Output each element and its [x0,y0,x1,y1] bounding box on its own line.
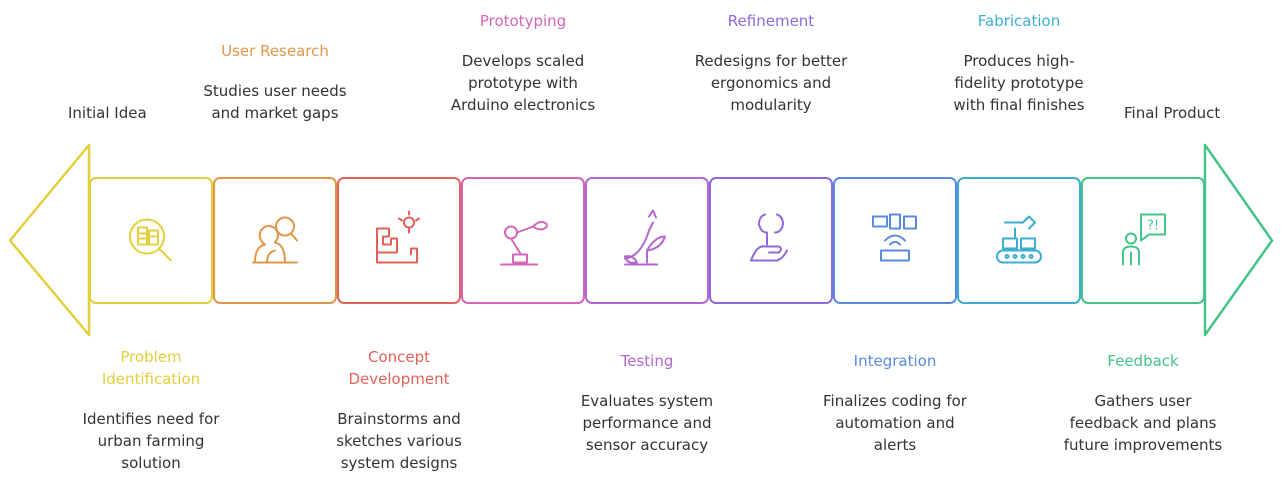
stage-description: Finalizes coding for automation and alerts [800,390,990,456]
person-question-icon: ?! [1122,213,1166,266]
document-search-icon [129,218,172,262]
stage-description-line: Develops scaled [461,52,585,70]
stage-description-line: modularity [730,96,812,114]
robot-arm-icon [500,220,548,266]
stage-title: Refinement [676,10,866,32]
stage-description-line: feedback and plans [1069,414,1217,432]
blueprint-idea-icon [376,210,420,264]
factory-conveyor-icon [996,215,1042,264]
stage-description-line: sensor accuracy [585,436,709,454]
stage-title: Feedback [1048,350,1238,372]
stage-box-9 [1081,177,1205,304]
stage-description-line: Brainstorms and [337,410,461,428]
network-devices-icon [872,213,917,262]
stage-description-line: Identifies need for [82,410,220,428]
stage-description: Evaluates system performance and sensor ac… [552,390,742,456]
stage-description-line: alerts [873,436,917,454]
stage-box-7 [833,177,957,304]
stage-description-line: sketches various [336,432,462,450]
start-label: Initial Idea [68,104,147,122]
growth-plant-icon [624,209,666,266]
stage-description-line: Studies user needs [203,82,347,100]
stage-description-line: and market gaps [211,104,339,122]
stage-description-line: future improvements [1063,436,1223,454]
stage-box-4 [461,177,585,304]
stage-description-line: Evaluates system [580,392,714,410]
stage-box-2 [213,177,337,304]
stage-title: Testing [552,350,742,372]
stage-title-line: Concept [367,348,431,366]
stage-title-line: Refinement [727,12,815,30]
stage-description-line: Gathers user [1094,392,1192,410]
stage-title: Prototyping [428,10,618,32]
stage-title-line: Fabrication [977,12,1061,30]
user-research-icon [252,216,298,264]
stage-title-line: User Research [221,42,329,60]
stage-description-line: prototype with [468,74,578,92]
stage-title-line: Prototyping [479,12,567,30]
stage-title-line: Development [348,370,450,388]
stage-description: Redesigns for better ergonomics and modula… [676,50,866,116]
stage-title: Integration [800,350,990,372]
stage-description: Studies user needs and market gaps [180,80,370,124]
stage-title: Fabrication [924,10,1114,32]
left-arrow-head [8,143,91,337]
stage-description-line: system designs [340,454,458,472]
stage-box-1 [89,177,213,304]
stage-description: Brainstorms and sketches various system de… [304,408,494,474]
stage-box-3 [337,177,461,304]
stage-box-8 [957,177,1081,304]
wrench-hand-icon [750,213,788,262]
stage-description-line: with final finishes [953,96,1085,114]
stage-description-line: solution [121,454,181,472]
stage-title: User Research [180,40,370,62]
stage-description-line: Arduino electronics [450,96,596,114]
stage-description: Gathers user feedback and plans future imp… [1048,390,1238,456]
stage-description: Produces high-fidelity prototype with fin… [924,50,1114,116]
end-label: Final Product [1124,104,1221,122]
stage-title-line: Integration [853,352,937,370]
stage-description-line: performance and [582,414,712,432]
stage-description-line: fidelity prototype [954,74,1084,92]
stage-description-line: automation and [835,414,955,432]
stage-box-5 [585,177,709,304]
stage-title-line: Testing [620,352,674,370]
stage-description-line: Finalizes coding for [823,392,967,410]
stage-title-line: Identification [101,370,201,388]
stage-title-line: Feedback [1107,352,1179,370]
stage-description-line: Redesigns for better [694,52,848,70]
svg-text:?!: ?! [1147,219,1159,234]
stage-box-6 [709,177,833,304]
stage-description-line: ergonomics and [710,74,832,92]
stage-title-line: Problem [120,348,182,366]
stage-description-line: urban farming [97,432,205,450]
right-arrow-head [1203,143,1274,337]
stage-description: Identifies need for urban farming solution [56,408,246,474]
stage-description-line: Produces high- [963,52,1075,70]
